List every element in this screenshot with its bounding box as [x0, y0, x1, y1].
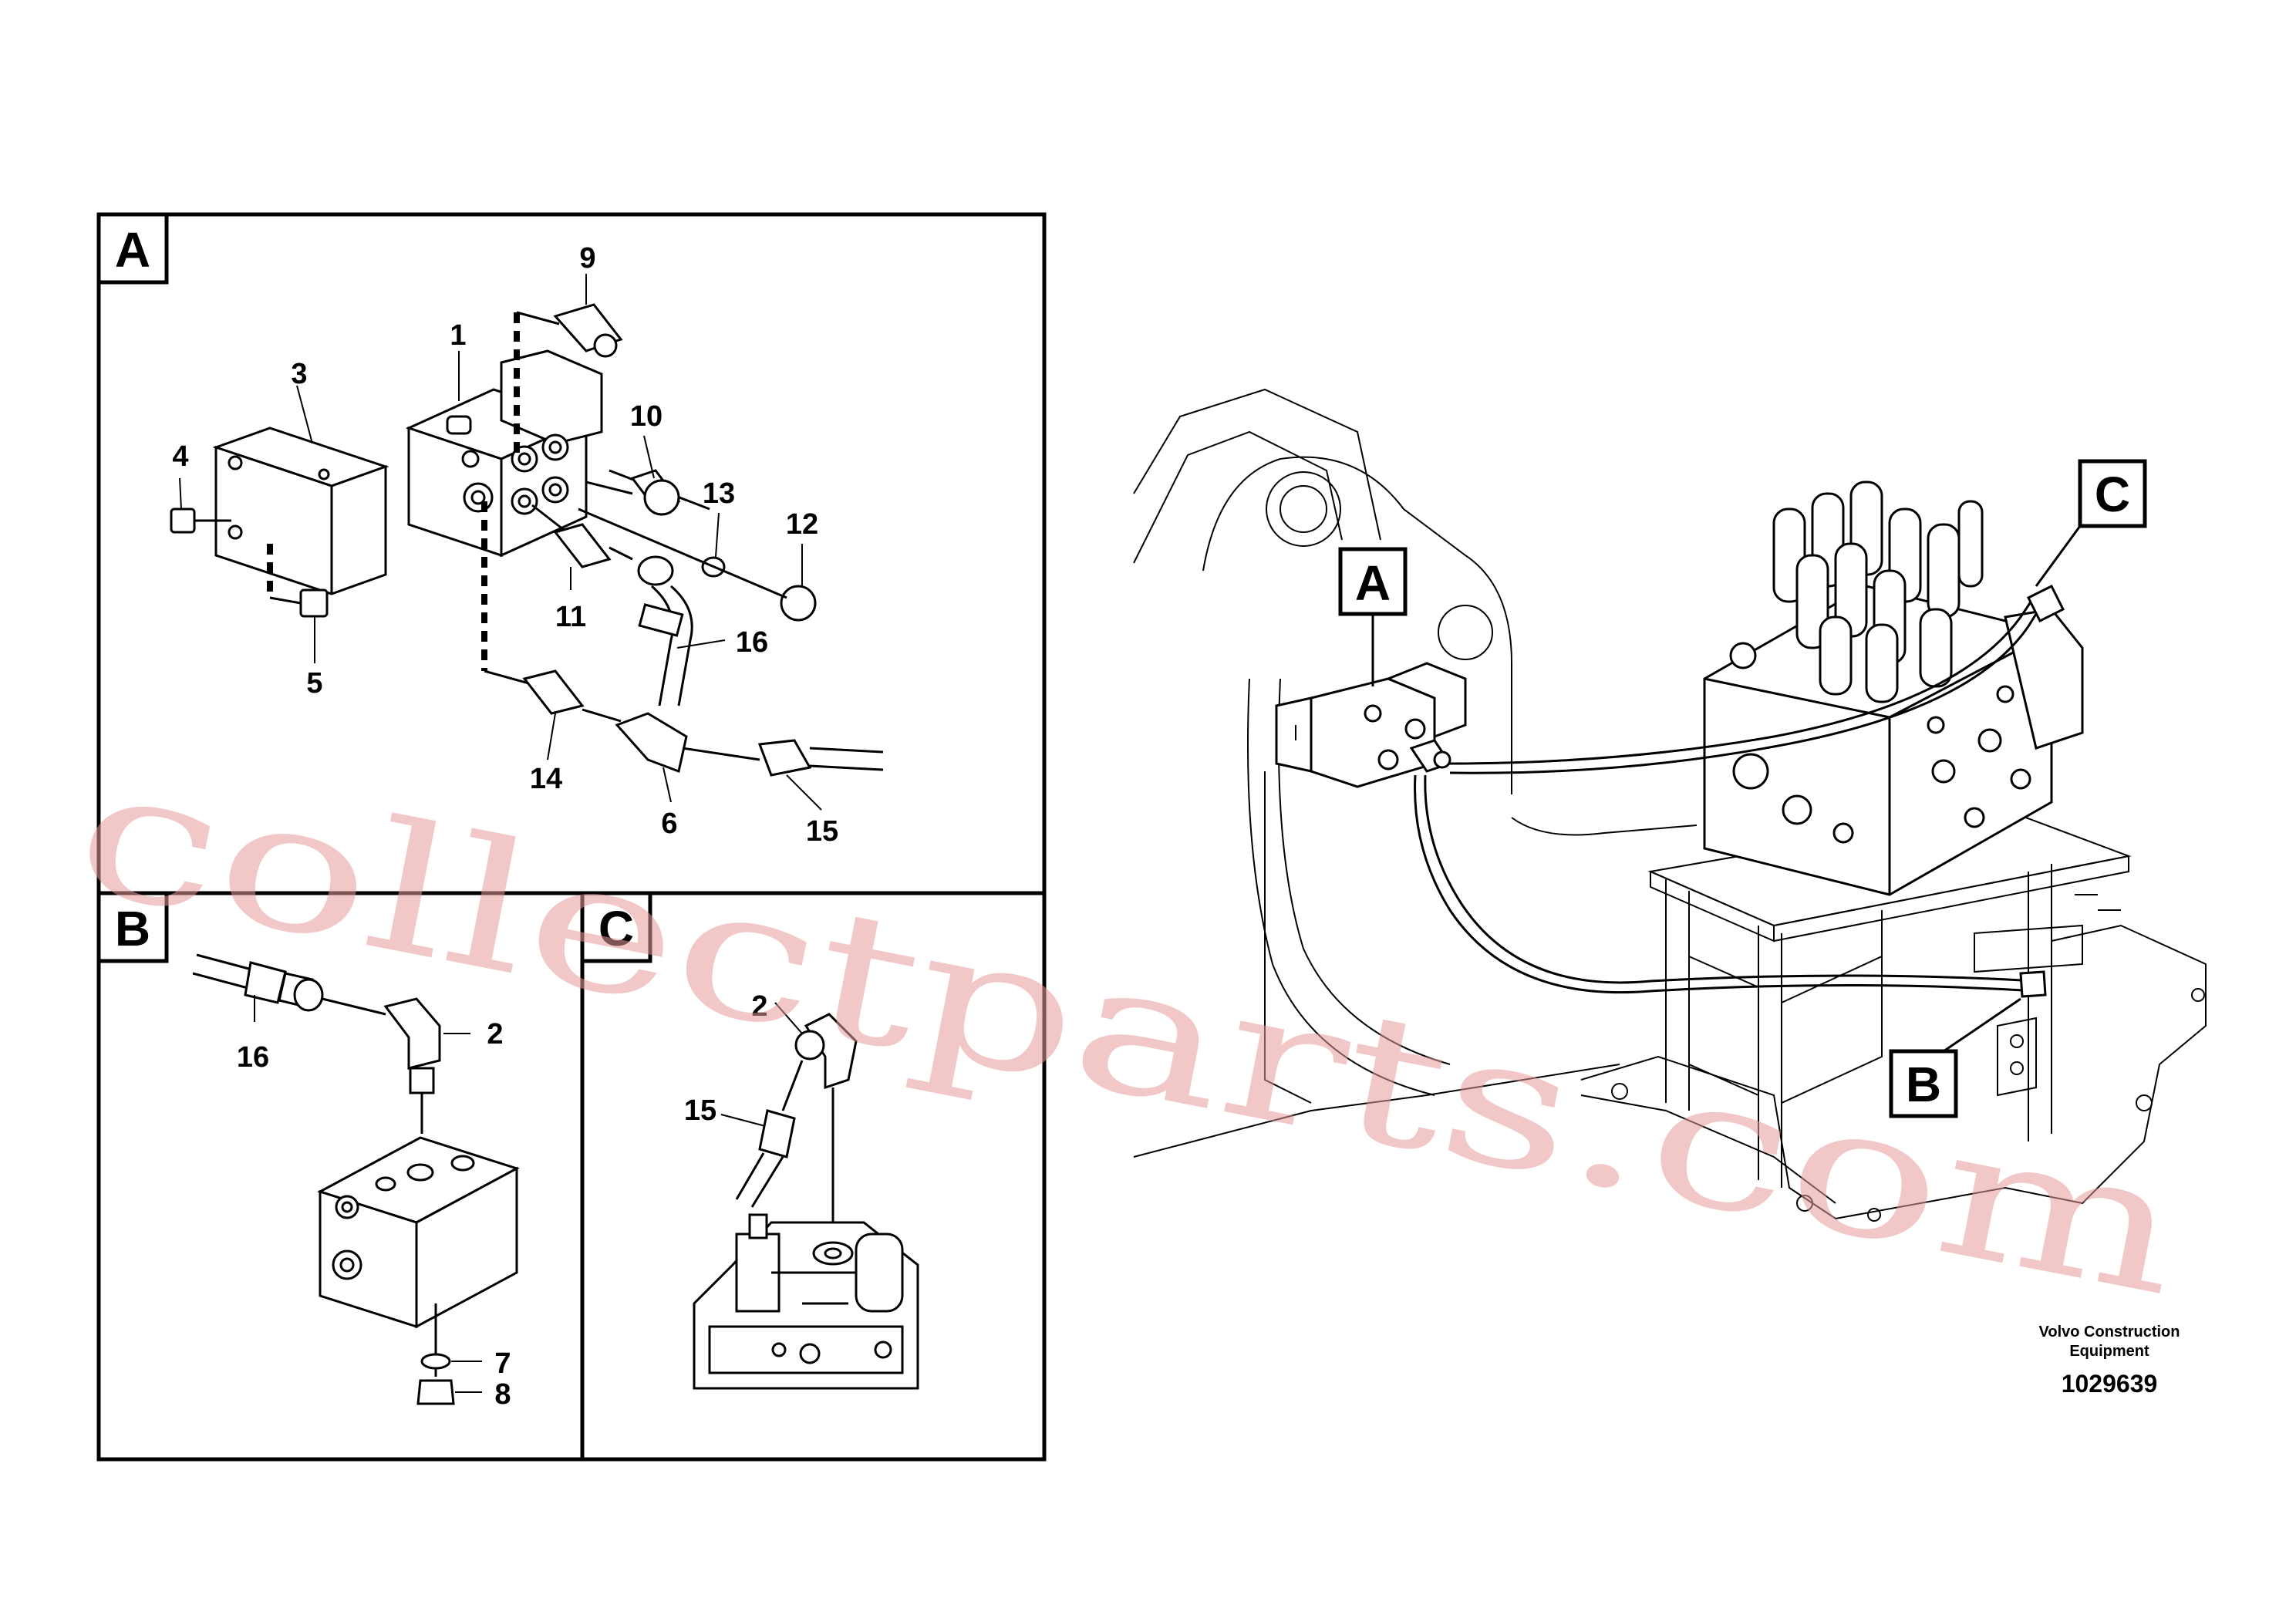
elbow-2 [383, 997, 441, 1070]
hose-16-end [244, 961, 287, 1004]
overview-markers: A C B [1338, 459, 2147, 1118]
callout-8: 8 [494, 1378, 511, 1411]
hose-to-b [1414, 774, 2037, 994]
hose-end-15-c [758, 1109, 796, 1158]
callout-10: 10 [630, 400, 663, 433]
control-valve-stack [1703, 481, 2084, 896]
callout-12: 12 [786, 508, 818, 541]
elbow-6 [615, 712, 688, 774]
detail-b-callouts: 16 2 7 8 [237, 1018, 511, 1411]
callout-14: 14 [530, 763, 562, 795]
section-a-letter: A [115, 222, 150, 278]
overview-marker-b-box [1889, 1049, 1958, 1118]
fitting-14 [522, 669, 585, 715]
solenoid [500, 349, 603, 445]
overview-marker-a: A [1355, 555, 1391, 611]
callout-2-c: 2 [751, 990, 767, 1023]
callout-15-a: 15 [806, 815, 838, 848]
overview-valve-block [1275, 662, 1467, 788]
section-a-box [96, 212, 169, 285]
callout-13: 13 [703, 477, 735, 510]
plug-12 [780, 585, 817, 622]
document-number: 1029639 [2062, 1370, 2158, 1398]
title-block: Volvo Construction Equipment 1029639 [2039, 1324, 2180, 1398]
callout-16-a: 16 [736, 626, 768, 659]
callout-16-b: 16 [237, 1041, 269, 1074]
detail-c-callouts: 2 15 [684, 990, 768, 1127]
callout-7: 7 [494, 1347, 511, 1380]
overview-marker-b: B [1906, 1057, 1941, 1112]
detail-a-callouts: 1 3 4 5 9 10 13 12 11 16 14 6 15 [172, 242, 838, 848]
overview-marker-c: C [2095, 467, 2130, 522]
callout-9: 9 [579, 242, 595, 275]
callout-15-c: 15 [684, 1094, 716, 1127]
overview-marker-c-box [2078, 459, 2147, 528]
callout-11: 11 [555, 601, 586, 633]
detail-b-drawing [192, 953, 520, 1405]
o-ring-7 [420, 1353, 451, 1370]
hose-to-c [1449, 593, 2038, 765]
callout-3: 3 [291, 358, 307, 390]
section-b-box [96, 891, 169, 963]
plug-8 [416, 1379, 455, 1405]
callout-5: 5 [306, 667, 322, 700]
section-b-letter: B [115, 901, 150, 956]
credit-line-1: Volvo Construction [2039, 1324, 2180, 1340]
detail-c-drawing [693, 1002, 919, 1390]
callout-2-b: 2 [487, 1018, 503, 1050]
section-c-box [580, 891, 652, 963]
section-c-letter: C [598, 901, 634, 956]
callout-1: 1 [450, 319, 466, 352]
fitting-10 [643, 479, 680, 516]
elbow-2-c [804, 1013, 858, 1090]
hose-end-15 [757, 739, 812, 777]
detail-frame-outer [96, 212, 1047, 1462]
credit-line-2: Equipment [2069, 1343, 2149, 1360]
overview-drawing [1133, 388, 2207, 1222]
callout-4: 4 [172, 440, 188, 473]
detail-a-drawing [170, 274, 884, 811]
fitting-11 [553, 523, 612, 568]
callout-6: 6 [661, 808, 677, 840]
valve-assembly-sketch [693, 1213, 919, 1390]
detail-panels: A B C [96, 212, 1047, 1462]
